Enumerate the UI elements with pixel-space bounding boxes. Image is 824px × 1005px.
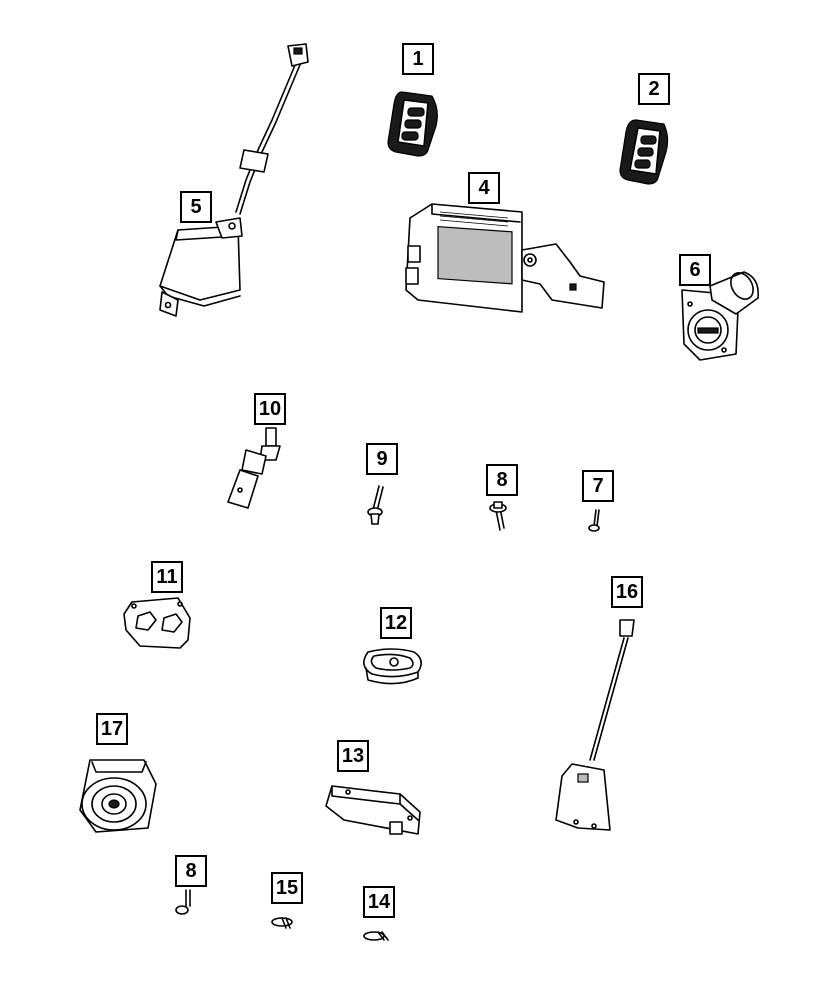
callout-part-2: 2 [638, 73, 670, 105]
antenna-part-16 [555, 619, 635, 831]
callout-part-6: 6 [679, 254, 711, 286]
ignition-switch-part-6 [681, 271, 760, 361]
callout-part-8-lower: 8 [175, 855, 207, 887]
callout-part-7: 7 [582, 470, 614, 502]
push-pin-part-15 [271, 917, 293, 929]
callout-part-13: 13 [337, 740, 369, 772]
receiver-module-part-13 [325, 785, 421, 835]
key-fob-part-2 [619, 119, 669, 185]
callout-part-8: 8 [486, 464, 518, 496]
callout-part-16: 16 [611, 576, 643, 608]
callout-part-1: 1 [402, 43, 434, 75]
callout-part-17: 17 [96, 713, 128, 745]
bezel-part-12 [363, 648, 422, 685]
callout-part-11: 11 [151, 561, 183, 593]
connector-part-10 [227, 427, 281, 509]
bolt-part-8-lower [175, 889, 191, 915]
screw-part-7 [588, 509, 600, 532]
callout-part-14: 14 [363, 886, 395, 918]
callout-part-15: 15 [271, 872, 303, 904]
rivet-part-9 [367, 485, 384, 525]
callout-part-12: 12 [380, 607, 412, 639]
callout-part-5: 5 [180, 191, 212, 223]
antenna-module-part-5 [159, 43, 309, 317]
callout-part-4: 4 [468, 172, 500, 204]
siren-part-17 [79, 759, 157, 833]
bolt-part-8 [489, 501, 507, 531]
bracket-part-11 [123, 597, 191, 649]
callout-part-9: 9 [366, 443, 398, 475]
key-fob-part-1 [387, 91, 438, 157]
callout-part-10: 10 [254, 393, 286, 425]
push-pin-part-14 [363, 931, 389, 941]
control-module-part-4 [405, 203, 605, 313]
